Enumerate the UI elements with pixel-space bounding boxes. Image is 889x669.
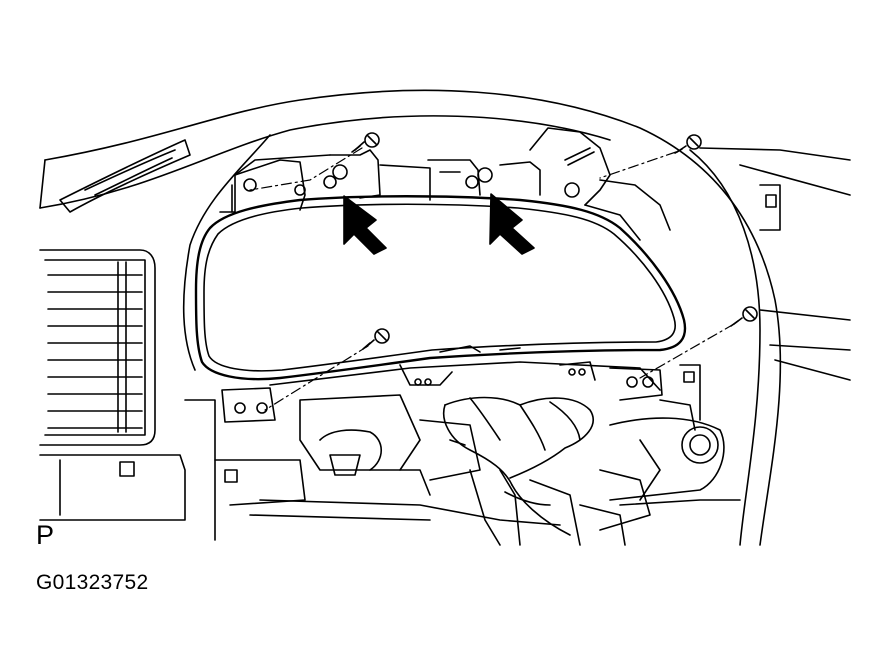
figure-id-label: G01323752: [36, 571, 149, 594]
screw-icon: [351, 132, 380, 153]
dashboard-outline: [39, 89, 851, 546]
lower-center-components: [214, 394, 626, 546]
clip-arrow-icon: [489, 193, 535, 255]
lower-left-panel: [39, 399, 216, 541]
right-trim: [659, 364, 701, 431]
view-marker-label: P: [36, 520, 55, 550]
defroster-vent: [59, 139, 191, 213]
steering-column: [599, 417, 741, 531]
screw-icon: [674, 134, 702, 154]
lower-brackets: [221, 345, 663, 423]
upper-brackets: [234, 127, 671, 241]
alignment-lines: [249, 147, 735, 411]
screw-icon: [730, 306, 758, 327]
left-air-vent: [39, 249, 156, 446]
hand-illustration: [443, 396, 594, 536]
clip-arrow-icon: [343, 195, 387, 255]
